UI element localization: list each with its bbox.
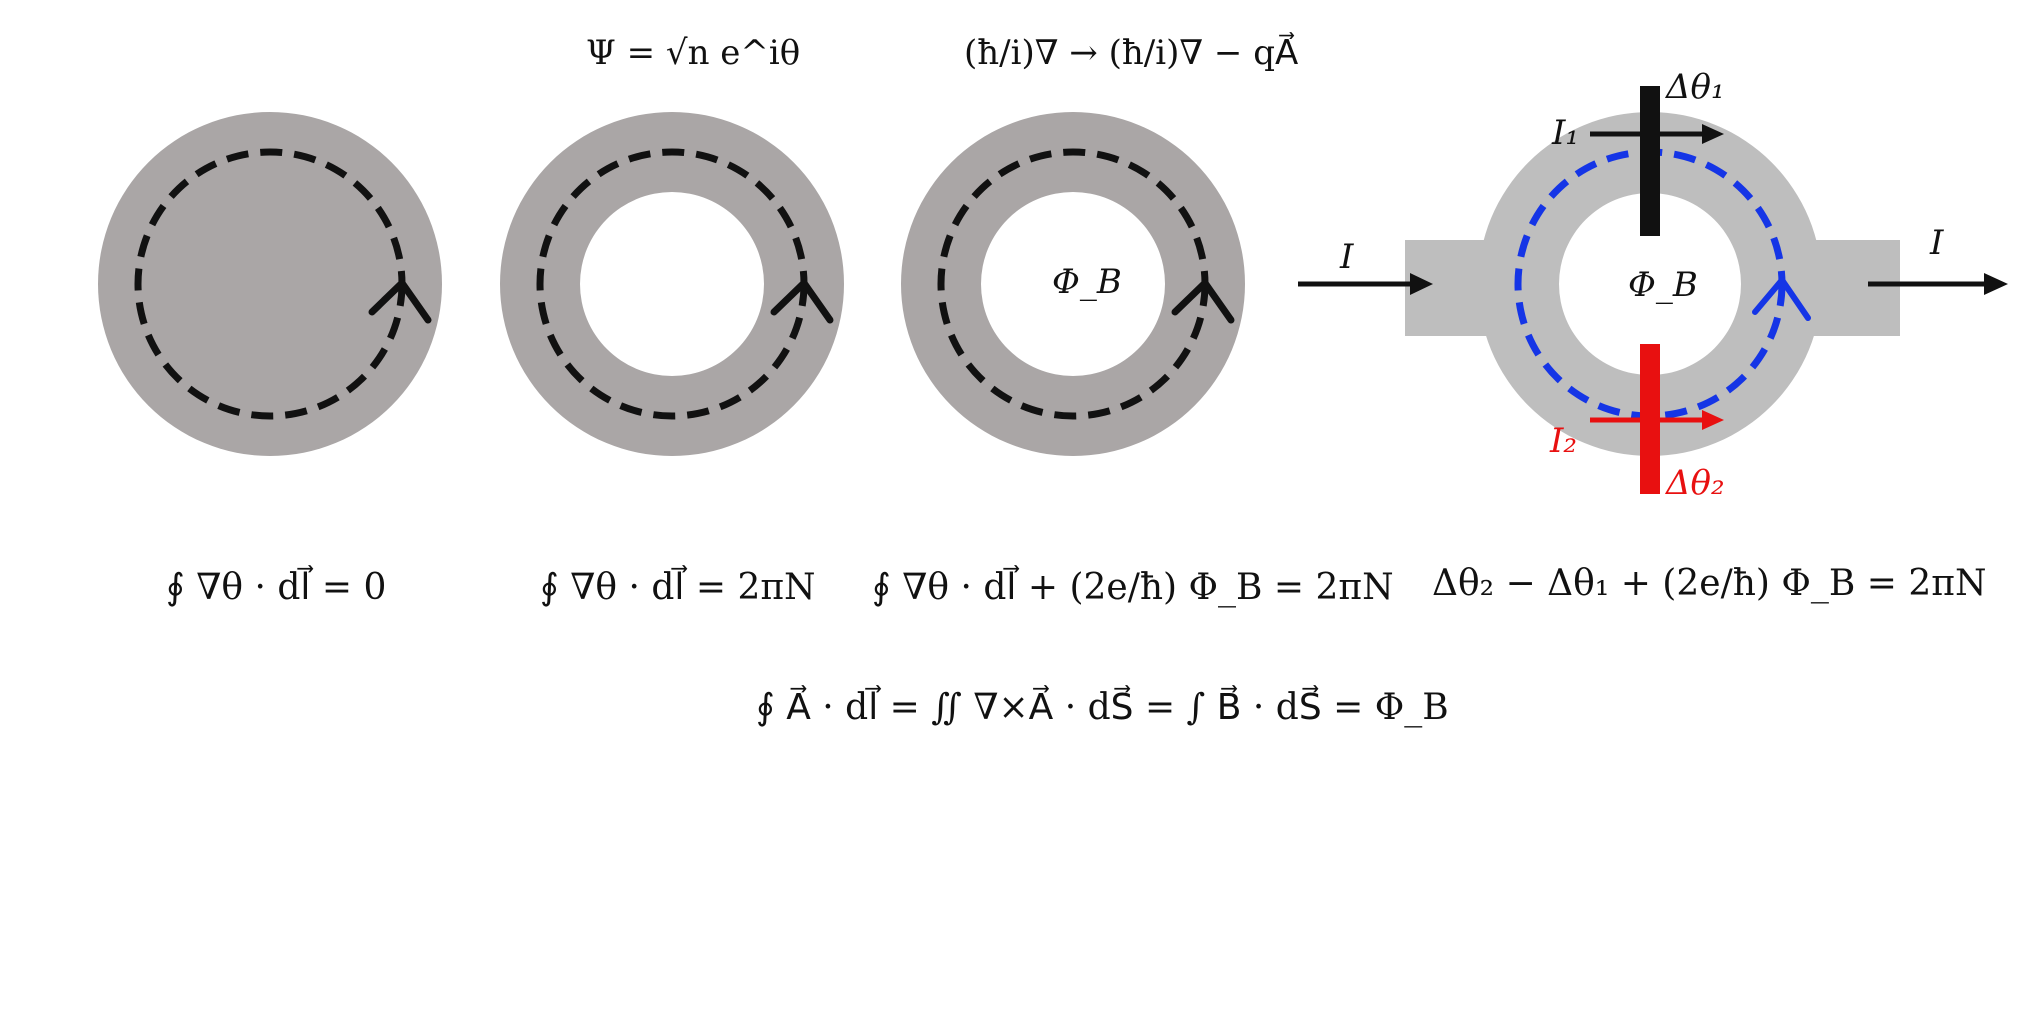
minimal-coupling-formula: (ħ/i)∇ → (ħ/i)∇ − qA⃗	[964, 33, 1299, 73]
solid-disk	[98, 112, 442, 456]
equation-solid-disk: ∮ ∇θ · dl⃗ = 0	[166, 567, 387, 608]
arrow-in-head	[1410, 273, 1433, 295]
current-out-label: I	[1930, 223, 1944, 263]
wavefunction-formula: Ψ = √n e^iθ	[586, 33, 801, 73]
phase-delta2-label: Δθ₂	[1666, 463, 1725, 503]
loop-arrowhead	[1171, 279, 1235, 324]
squid-ring	[1478, 112, 1822, 456]
blue-loop-arrowhead	[1752, 277, 1811, 321]
panel-ring-flux	[901, 112, 1245, 456]
equation-ring: ∮ ∇θ · dl⃗ = 2πN	[540, 567, 816, 608]
phase-delta1-label: Δθ₁	[1666, 67, 1725, 107]
panel-solid-disk	[98, 112, 442, 456]
current-I1-label: I₁	[1552, 113, 1580, 153]
ring	[500, 112, 844, 456]
current-in-label: I	[1340, 237, 1354, 277]
arrow-I1-head	[1702, 124, 1724, 144]
loop-arrowhead	[368, 279, 432, 324]
loop-arrowhead	[770, 279, 834, 324]
equation-ring-flux: ∮ ∇θ · dl⃗ + (2e/ħ) Φ_B = 2πN	[872, 567, 1394, 608]
flux-label-squid: Φ_B	[1628, 265, 1698, 305]
equation-squid: Δθ₂ − Δθ₁ + (2e/ħ) Φ_B = 2πN	[1432, 563, 1987, 604]
flux-label-ring: Φ_B	[1052, 262, 1122, 302]
arrow-I2-head	[1702, 410, 1724, 430]
current-I2-label: I₂	[1550, 421, 1578, 461]
arrow-out-head	[1984, 273, 2008, 295]
equation-stokes: ∮ A⃗ · dl⃗ = ∬ ∇×A⃗ · dS⃗ = ∫ B⃗ · dS⃗ =…	[756, 687, 1449, 728]
panel-ring	[500, 112, 844, 456]
junction-top	[1640, 86, 1660, 236]
ring	[901, 112, 1245, 456]
panel-squid	[1298, 86, 2008, 494]
